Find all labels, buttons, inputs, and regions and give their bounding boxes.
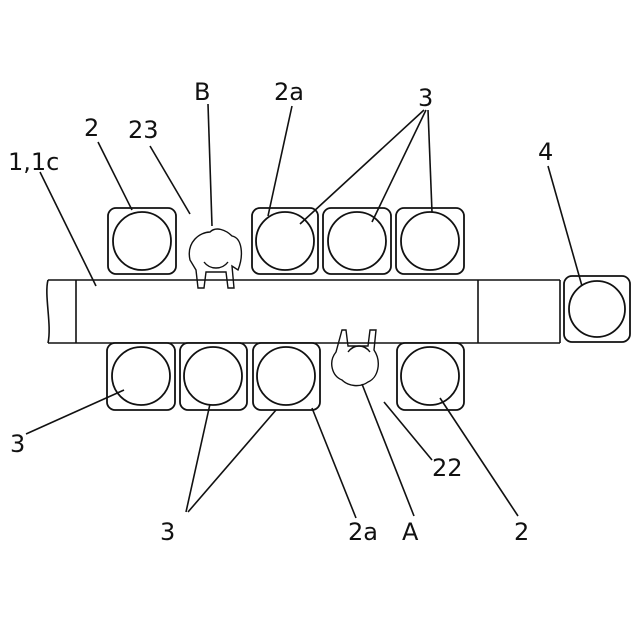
label-worker-b: B — [194, 78, 210, 106]
leader-lines — [26, 104, 582, 518]
label-lower-station-2: 2 — [514, 518, 529, 546]
label-lower-zone-22: 22 — [432, 454, 463, 482]
label-lower-left-unit-3: 3 — [10, 430, 25, 458]
lower-station-2 — [397, 343, 464, 410]
label-conveyor: 1,1c — [8, 148, 59, 176]
label-lower-station-2a: 2a — [348, 518, 378, 546]
conveyor-line — [47, 280, 560, 343]
label-upper-units-3: 3 — [418, 84, 433, 112]
label-upper-station-2: 2 — [84, 114, 99, 142]
label-worker-a: A — [402, 518, 419, 546]
lower-station-2a — [253, 343, 320, 410]
label-end-unit-4: 4 — [538, 138, 553, 166]
end-unit-4 — [564, 276, 630, 342]
upper-station-2a — [252, 208, 318, 274]
label-lower-units-3: 3 — [160, 518, 175, 546]
label-upper-station-2a: 2a — [274, 78, 304, 106]
lower-unit-3a — [180, 343, 247, 410]
worker-a-icon — [332, 330, 379, 386]
lower-unit-3-left — [107, 343, 175, 410]
upper-station-2 — [108, 208, 176, 274]
upper-unit-3b — [396, 208, 464, 274]
upper-unit-3a — [323, 208, 391, 274]
worker-b-icon — [189, 229, 241, 288]
label-upper-zone-23: 23 — [128, 116, 159, 144]
